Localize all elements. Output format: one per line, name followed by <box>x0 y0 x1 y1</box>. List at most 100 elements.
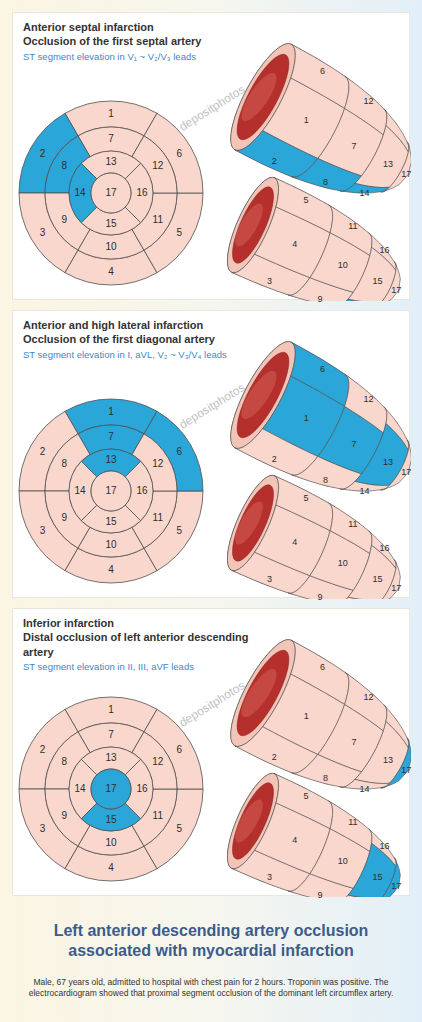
bullseye-number: 1 <box>108 705 114 715</box>
segment-number: 14 <box>360 486 370 495</box>
cavity-shading <box>242 669 277 717</box>
cavity-shading <box>235 502 263 545</box>
segment-number: 2 <box>272 455 277 464</box>
ventricle-cavity <box>233 783 274 859</box>
segment-number: 17 <box>401 169 411 178</box>
ventricle-segment <box>345 76 387 135</box>
bullseye-number: 6 <box>177 149 183 159</box>
bullseye-number: 12 <box>152 757 163 767</box>
figure-title: Left anterior descending artery occlusio… <box>11 921 411 961</box>
ventricle-segment <box>329 205 372 256</box>
bullseye-number: 15 <box>105 517 116 527</box>
segment-number: 6 <box>320 66 325 75</box>
ventricle-segment <box>291 456 361 489</box>
bullseye-number: 3 <box>40 526 46 536</box>
ventricle-segment <box>345 374 387 433</box>
segment-number: 2 <box>272 157 277 166</box>
bullseye-number: 2 <box>40 149 46 159</box>
bullseye-number: 16 <box>136 784 147 794</box>
segment-number: 10 <box>338 559 348 568</box>
bullseye-number: 11 <box>153 811 163 821</box>
bullseye-number: 1 <box>108 407 114 417</box>
occlusion-subtitle: Occlusion of the first diagonal artery <box>23 332 271 346</box>
bullseye-number: 12 <box>152 161 163 171</box>
ventricle-cavity <box>237 54 289 140</box>
heart-illustration <box>13 609 411 897</box>
ventricle-segment <box>329 801 372 852</box>
bullseye-number: 2 <box>40 745 46 755</box>
segment-number: 13 <box>383 457 393 466</box>
bullseye-number: 8 <box>61 161 67 171</box>
segment-number: 17 <box>401 467 411 476</box>
ecg-note: ST segment elevation in V₁ ~ V₂/V₃ leads <box>23 50 271 63</box>
left-ventricle-model <box>227 475 400 599</box>
bullseye-number: 10 <box>105 838 116 848</box>
ventricle-segment <box>380 440 411 490</box>
segment-number: 3 <box>267 575 272 584</box>
bullseye-number: 13 <box>105 753 116 763</box>
ventricle-segment <box>369 829 397 867</box>
segment-number: 7 <box>351 737 356 746</box>
segment-number: 1 <box>304 116 309 125</box>
bullseye-number: 17 <box>105 784 116 794</box>
bullseye-number: 6 <box>177 447 183 457</box>
cavity-shading <box>235 204 263 247</box>
bullseye-number: 10 <box>105 242 116 252</box>
cavity-shading <box>242 371 277 419</box>
panel-heading: Anterior septal infarctionOcclusion of t… <box>23 20 271 63</box>
segment-number: 3 <box>267 277 272 286</box>
bullseye-plot <box>19 399 203 583</box>
ventricle-back <box>227 774 398 897</box>
segment-number: 12 <box>364 693 374 702</box>
ventricle-segment <box>380 738 411 788</box>
ventricle-segment <box>384 407 409 450</box>
segment-number: 16 <box>379 841 389 850</box>
ventricle-cavity <box>237 650 289 736</box>
ventricle-back <box>231 44 409 193</box>
left-ventricle-model <box>227 773 400 897</box>
ventricle-segment <box>291 342 349 406</box>
bullseye-segment <box>91 769 131 809</box>
ventricle-segment <box>274 476 332 531</box>
segment-number: 6 <box>320 364 325 373</box>
bullseye-number: 16 <box>136 188 147 198</box>
infarction-panel: Inferior infarctionDistal occlusion of l… <box>12 608 410 896</box>
left-ventricle-model <box>231 342 411 492</box>
segment-number: 11 <box>348 520 357 529</box>
left-ventricle-model <box>227 177 400 301</box>
bullseye-number: 3 <box>40 824 46 834</box>
segment-number: 2 <box>272 753 277 762</box>
segment-number: 13 <box>383 159 393 168</box>
segment-number: 4 <box>292 537 297 546</box>
bullseye-number: 4 <box>108 565 114 575</box>
ventricle-back <box>227 178 398 301</box>
ventricle-segment <box>380 142 411 192</box>
ventricle-back <box>227 476 398 599</box>
bullseye-number: 15 <box>105 219 116 229</box>
bullseye-number: 7 <box>108 432 114 442</box>
segment-number: 3 <box>267 873 272 882</box>
segment-number: 12 <box>364 97 374 106</box>
segment-number: 9 <box>318 294 323 303</box>
bullseye-number: 15 <box>105 815 116 825</box>
segment-number: 5 <box>303 196 308 205</box>
ventricle-segment <box>345 672 387 731</box>
ventricle-segment <box>291 44 349 108</box>
segment-number: 17 <box>391 881 401 890</box>
ventricle-segment <box>291 158 361 191</box>
bullseye-number: 17 <box>105 188 116 198</box>
ventricle-segment <box>291 754 361 787</box>
ventricle-segment <box>329 503 372 554</box>
ventricle-segment <box>384 109 409 152</box>
bullseye-number: 11 <box>153 215 163 225</box>
bullseye-number: 17 <box>105 486 116 496</box>
bullseye-number: 11 <box>153 513 163 523</box>
segment-number: 4 <box>292 239 297 248</box>
bullseye-number: 9 <box>61 513 67 523</box>
bullseye-plot <box>19 101 203 285</box>
infarction-title: Inferior infarction <box>23 616 271 630</box>
bullseye-number: 8 <box>61 757 67 767</box>
bullseye-number: 10 <box>105 540 116 550</box>
segment-number: 12 <box>364 395 374 404</box>
ventricle-segment <box>384 705 409 748</box>
